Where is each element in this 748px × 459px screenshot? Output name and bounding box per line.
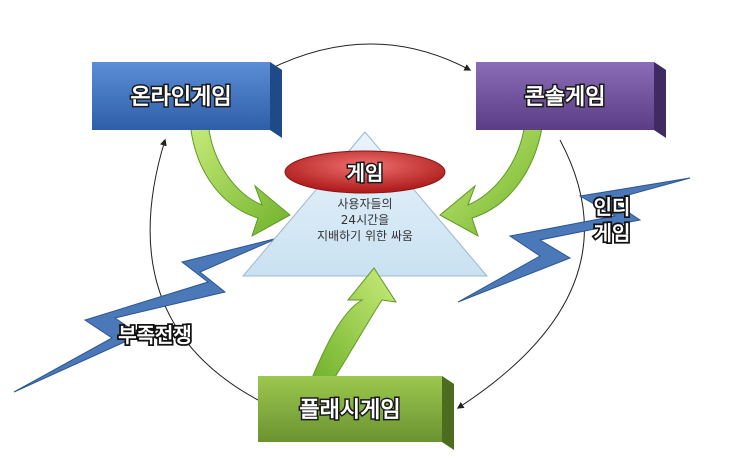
indie-label-line-1: 인디	[594, 195, 631, 219]
description-line-2: 24시간을	[341, 213, 389, 227]
arc-flash-to-online	[149, 138, 259, 401]
online-game-box: 온라인게임	[92, 62, 282, 138]
description-line-3: 지배하기 위한 싸움	[317, 229, 413, 243]
console-game-label: 콘솔게임	[525, 85, 606, 110]
connector-arcs	[149, 43, 585, 409]
shortage-war-label: 부족전쟁	[118, 323, 192, 347]
flash-game-box: 플래시게임	[258, 376, 454, 450]
game-title-label: 게임	[347, 161, 384, 185]
green-arrow-from-flash	[311, 267, 398, 383]
lightning-bolt-left	[13, 237, 279, 393]
description-line-1: 사용자들의	[337, 197, 392, 211]
flash-game-label: 플래시게임	[299, 398, 400, 423]
indie-label-line-2: 게임	[594, 221, 631, 245]
lightning-bolt-right	[457, 177, 691, 303]
green-arrow-from-online	[189, 121, 291, 238]
game-title-oval	[284, 150, 446, 194]
arc-console-to-flash	[456, 139, 585, 409]
central-triangle	[241, 131, 489, 277]
online-game-label: 온라인게임	[130, 85, 231, 110]
green-arrow-from-console	[439, 121, 544, 238]
console-game-box: 콘솔게임	[476, 62, 666, 138]
arc-online-to-console	[267, 43, 472, 71]
